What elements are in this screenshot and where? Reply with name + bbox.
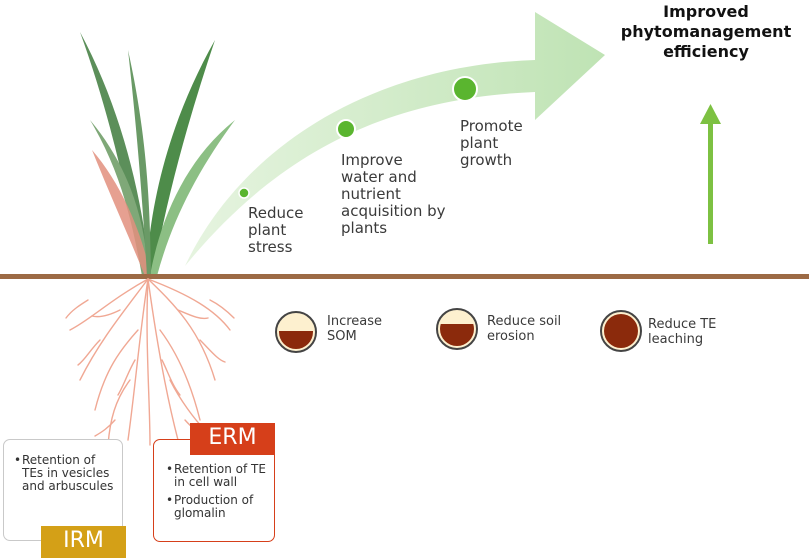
roots [65,278,235,446]
soil-icon-2 [436,308,478,350]
erm-item-2: Production of glomalin [166,494,268,520]
soil-effect-label-3: Reduce TE leaching [648,317,717,347]
soil-icon-1 [275,311,317,353]
soil-effect-label-2: Reduce soil erosion [487,314,562,344]
irm-tag: IRM [41,526,126,558]
benefit-dot-3 [452,76,478,102]
plant-shoot [80,32,235,276]
erm-tag: ERM [190,423,275,455]
benefits-arrow [185,12,605,266]
benefit-dot-1 [238,187,250,199]
ground-line [0,274,809,279]
outcome-title: Improved phytomanagement efficiency [620,2,792,61]
benefit-label-1: Reduce plant stress [248,204,304,256]
soil-effect-label-1: Increase SOM [327,314,383,344]
erm-box: Retention of TE in cell wall Production … [153,439,275,542]
irm-item-1: Retention of TEs in vesicles and arbuscu… [14,454,114,493]
benefit-label-3: Promote plant growth [460,117,523,169]
upward-arrow [700,104,721,244]
soil-icon-3 [600,310,642,352]
benefit-label-2: Improve water and nutrient acquisition b… [341,151,446,237]
erm-item-1: Retention of TE in cell wall [166,463,268,489]
irm-box: Retention of TEs in vesicles and arbuscu… [3,439,123,541]
benefit-dot-2 [336,119,356,139]
